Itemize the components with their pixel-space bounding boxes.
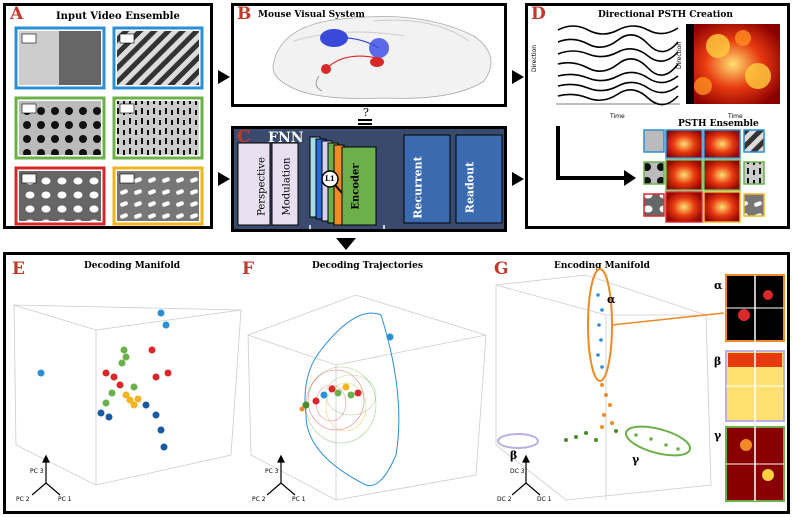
g-axis-dc1: DC 1	[537, 496, 552, 503]
modulation-block-label: Modulation	[281, 157, 293, 216]
panel-e-label: E	[12, 259, 25, 279]
f-axis-pc3: PC 3	[265, 468, 279, 475]
e-axis-pc3: PC 3	[30, 468, 44, 475]
g-axis-dc3: DC 3	[510, 468, 525, 475]
recurrent-block-label: Recurrent	[411, 156, 425, 219]
f-axis-pc2: PC 2	[252, 496, 266, 503]
encoder-block-label: Encoder	[350, 163, 362, 210]
l1-label: L1	[325, 174, 335, 183]
panel-c: C FNN Perspective Modulation L1 Encoder …	[231, 126, 507, 232]
fnn-architecture	[237, 134, 503, 229]
manifold-plots: PC 3 PC 2 PC 1 PC 3 PC 2 PC 1	[13, 268, 785, 503]
psth-illustration: Direction Time Time Direction PSTH Ensem…	[531, 24, 780, 223]
alpha-thumb-label: α	[714, 279, 723, 292]
mouse-brain-illustration	[272, 16, 492, 99]
f-axis-pc1: PC 1	[292, 496, 306, 503]
heatmap-ylabel: Direction	[676, 42, 683, 69]
panel-f-label: F	[242, 259, 255, 279]
equivalence-question: ?	[363, 106, 369, 119]
panel-d: D Directional PSTH Creation Direction Ti…	[525, 3, 790, 229]
alpha-cluster-label: α	[607, 293, 616, 306]
gamma-cluster-label: γ	[632, 453, 640, 466]
panel-b-title: Mouse Visual System	[258, 10, 365, 20]
panel-d-title: Directional PSTH Creation	[598, 10, 733, 20]
panel-c-title: FNN	[268, 130, 304, 146]
trace-ylabel: Direction	[531, 45, 538, 72]
psth-ensemble-title: PSTH Ensemble	[678, 119, 759, 129]
panel-e-title: Decoding Manifold	[84, 261, 181, 271]
g-axis-dc2: DC 2	[497, 496, 512, 503]
perspective-block-label: Perspective	[256, 157, 268, 216]
gamma-thumb-label: γ	[714, 429, 722, 442]
video-ensemble-grid	[14, 26, 204, 226]
panel-d-label: D	[531, 4, 546, 24]
panel-b: B Mouse Visual System	[231, 3, 507, 107]
beta-thumb-label: β	[714, 355, 721, 368]
e-axis-pc2: PC 2	[16, 496, 30, 503]
panel-a-title: Input Video Ensemble	[56, 11, 180, 22]
beta-cluster-label: β	[510, 449, 517, 462]
panel-a-label: A	[10, 4, 24, 24]
readout-block-label: Readout	[463, 161, 477, 214]
panel-g-title: Encoding Manifold	[554, 261, 650, 271]
trace-xlabel: Time	[609, 113, 625, 120]
panel-g-label: G	[494, 259, 509, 279]
heatmap-xlabel: Time	[727, 113, 743, 120]
panel-c-label: C	[237, 127, 251, 147]
equivalence-bars	[358, 119, 372, 125]
panel-bottom: E Decoding Manifold F Decoding Trajector…	[3, 252, 790, 514]
panel-a: A Input Video Ensemble	[3, 3, 213, 229]
panel-f-title: Decoding Trajectories	[312, 261, 423, 271]
e-axis-pc1: PC 1	[58, 496, 72, 503]
panel-b-label: B	[237, 4, 252, 24]
decoding-manifold-points	[37, 309, 172, 451]
